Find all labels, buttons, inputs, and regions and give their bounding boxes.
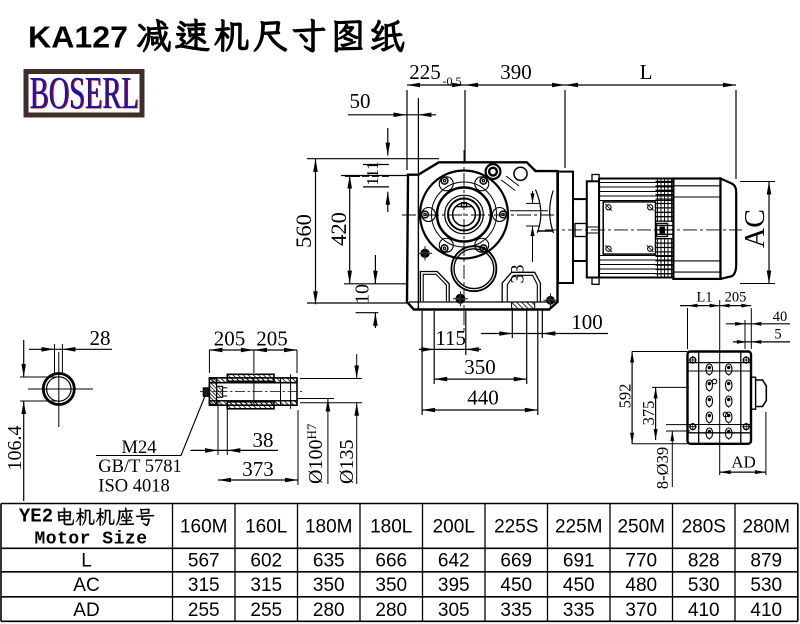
svg-text:AC: AC <box>73 575 99 596</box>
svg-text:160L: 160L <box>245 517 287 538</box>
svg-text:BOSERL: BOSERL <box>30 68 139 118</box>
svg-text:280: 280 <box>375 600 407 621</box>
svg-text:350: 350 <box>375 575 407 596</box>
svg-text:691: 691 <box>563 551 595 572</box>
svg-text:335: 335 <box>563 600 595 621</box>
svg-text:450: 450 <box>500 575 532 596</box>
svg-text:280: 280 <box>313 600 345 621</box>
svg-text:602: 602 <box>250 551 282 572</box>
svg-text:AC: AC <box>740 209 771 248</box>
svg-text:KA127: KA127 <box>28 20 128 55</box>
svg-text:-0.5: -0.5 <box>443 74 462 88</box>
svg-text:38: 38 <box>253 428 274 452</box>
svg-text:420: 420 <box>326 212 351 246</box>
svg-text:480: 480 <box>625 575 657 596</box>
svg-text:YE2: YE2 <box>19 506 53 528</box>
svg-text:642: 642 <box>438 551 470 572</box>
svg-text:40: 40 <box>773 309 788 325</box>
svg-text:225: 225 <box>409 60 441 84</box>
svg-text:410: 410 <box>750 600 782 621</box>
svg-text:205: 205 <box>725 290 747 306</box>
svg-text:180L: 180L <box>370 517 412 538</box>
svg-text:375: 375 <box>639 401 658 426</box>
svg-text:106.4: 106.4 <box>4 426 26 471</box>
svg-text:879: 879 <box>750 551 782 572</box>
svg-text:100: 100 <box>571 310 603 334</box>
svg-text:440: 440 <box>467 386 499 410</box>
svg-text:770: 770 <box>625 551 657 572</box>
svg-text:250M: 250M <box>617 517 665 538</box>
svg-text:50: 50 <box>350 89 371 113</box>
svg-text:666: 666 <box>375 551 407 572</box>
svg-text:28: 28 <box>90 326 111 350</box>
svg-text:205: 205 <box>214 327 246 351</box>
svg-text:10: 10 <box>352 284 374 304</box>
svg-text:280S: 280S <box>682 517 726 538</box>
svg-text:350: 350 <box>313 575 345 596</box>
svg-text:315: 315 <box>188 575 220 596</box>
svg-text:8-Ø39: 8-Ø39 <box>653 447 672 489</box>
svg-text:450: 450 <box>563 575 595 596</box>
svg-text:L: L <box>640 60 653 84</box>
svg-text:350: 350 <box>464 355 496 379</box>
svg-text:Motor Size: Motor Size <box>34 530 147 550</box>
svg-text:5: 5 <box>774 327 781 343</box>
svg-text:225S: 225S <box>494 517 538 538</box>
svg-text:635: 635 <box>313 551 345 572</box>
svg-text:370: 370 <box>625 600 657 621</box>
svg-text:AD: AD <box>73 600 99 621</box>
svg-text:530: 530 <box>688 575 720 596</box>
svg-text:200L: 200L <box>433 517 475 538</box>
svg-text:111: 111 <box>363 161 382 185</box>
svg-text:410: 410 <box>688 600 720 621</box>
svg-text:315: 315 <box>250 575 282 596</box>
svg-text:530: 530 <box>750 575 782 596</box>
svg-text:205: 205 <box>256 327 288 351</box>
svg-text:335: 335 <box>500 600 532 621</box>
svg-text:GB/T 5781: GB/T 5781 <box>98 457 181 477</box>
svg-text:160M: 160M <box>180 517 228 538</box>
svg-text:828: 828 <box>688 551 720 572</box>
svg-text:373: 373 <box>242 457 274 481</box>
svg-text:M24: M24 <box>122 438 157 458</box>
svg-text:390: 390 <box>500 60 532 84</box>
svg-text:ISO 4018: ISO 4018 <box>98 477 169 497</box>
svg-text:115: 115 <box>435 326 466 350</box>
svg-text:560: 560 <box>291 214 316 248</box>
svg-text:33: 33 <box>508 265 529 284</box>
svg-text:669: 669 <box>500 551 532 572</box>
svg-text:592: 592 <box>616 384 635 409</box>
svg-text:255: 255 <box>188 600 220 621</box>
svg-text:AD: AD <box>731 453 756 472</box>
svg-text:180M: 180M <box>305 517 353 538</box>
svg-text:225M: 225M <box>555 517 603 538</box>
svg-text:567: 567 <box>188 551 220 572</box>
svg-text:Ø135: Ø135 <box>336 440 358 484</box>
svg-text:L1: L1 <box>696 290 712 306</box>
svg-text:395: 395 <box>438 575 470 596</box>
svg-text:255: 255 <box>250 600 282 621</box>
svg-text:280M: 280M <box>742 517 790 538</box>
svg-text:305: 305 <box>438 600 470 621</box>
svg-text:BOSERL: BOSERL <box>31 69 140 119</box>
svg-text:L: L <box>81 551 92 572</box>
